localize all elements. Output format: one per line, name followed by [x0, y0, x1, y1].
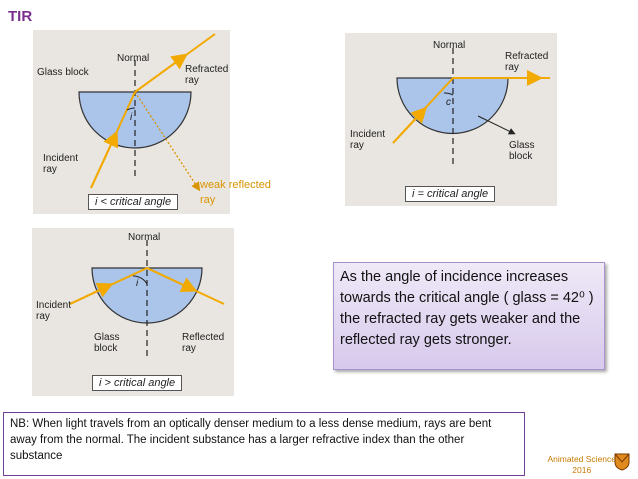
glass-label-3: Glass block — [94, 332, 120, 354]
note-box: NB: When light travels from an optically… — [3, 412, 525, 476]
shield-logo-icon — [614, 453, 630, 471]
incident-label-1: Incident ray — [43, 153, 79, 175]
diagram-2-svg — [392, 48, 550, 165]
weak-reflected-label: weak reflected ray — [200, 179, 271, 206]
refracted-label-1: Refracted ray — [185, 64, 229, 86]
incident-label-2: Incident ray — [350, 129, 386, 151]
angle-label-3: i — [136, 278, 139, 289]
normal-label-2: Normal — [433, 40, 466, 51]
info-box: As the angle of incidence increases towa… — [333, 262, 605, 370]
angle-label-2: c — [446, 97, 451, 108]
normal-label-3: Normal — [128, 232, 161, 243]
reflected-label-3: Reflected ray — [182, 332, 225, 354]
diagram-3-panel: Normal Incident ray i Glass block Reflec… — [32, 228, 234, 396]
glass-block-2 — [396, 77, 509, 135]
refracted-label-2: Refracted ray — [505, 51, 549, 73]
diagram-1-panel: Glass block Normal Refracted ray Inciden… — [33, 30, 230, 214]
glass-label-2: Glass block — [509, 140, 535, 162]
diagram-2-panel: Normal Refracted ray Incident ray c Glas… — [345, 33, 557, 206]
page-title: TIR — [8, 8, 33, 25]
incident-label-3: Incident ray — [36, 300, 72, 322]
weak-reflected-ray-1 — [134, 91, 201, 192]
angle-label-1: i — [130, 112, 133, 123]
caption-3: i > critical angle — [92, 375, 183, 391]
normal-label-1: Normal — [117, 53, 150, 64]
diagram-1-svg — [78, 33, 216, 192]
glass-label-1: Glass block — [37, 67, 89, 78]
credit-text: Animated Science 2016 — [547, 454, 616, 475]
caption-1: i < critical angle — [88, 194, 179, 210]
caption-2: i = critical angle — [405, 186, 496, 202]
diagram-3-svg — [69, 240, 225, 360]
glass-pointer-2 — [477, 115, 516, 135]
